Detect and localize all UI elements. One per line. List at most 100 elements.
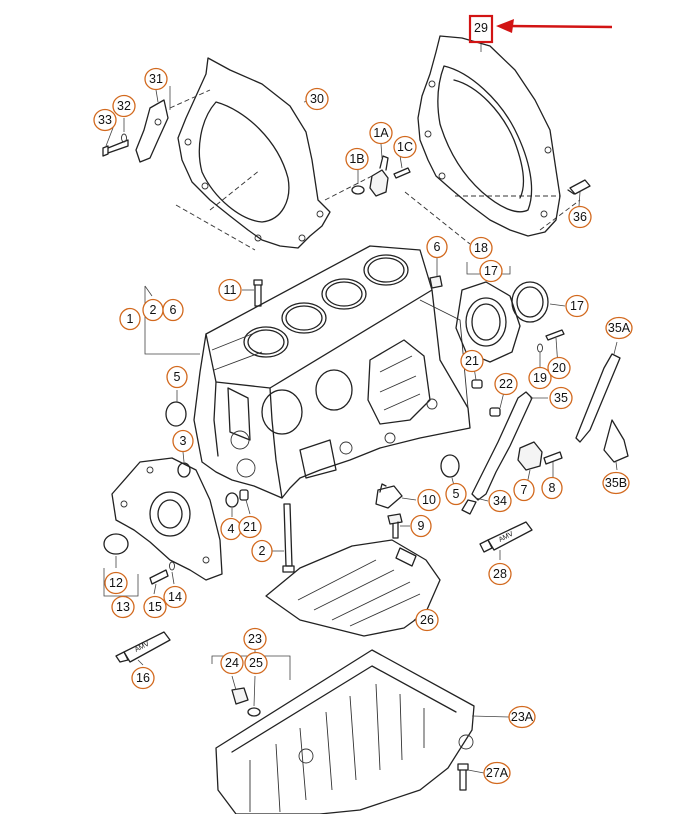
callout-21: 21 — [460, 349, 484, 373]
callout-11: 11 — [218, 278, 242, 302]
callout-label: 3 — [180, 434, 187, 448]
callout-35A: 35A — [605, 316, 633, 340]
sealant-tube-28: AMV — [479, 521, 533, 553]
callout-32: 32 — [112, 94, 136, 118]
callout-circle — [605, 316, 633, 340]
callout-label: 17 — [570, 299, 584, 313]
callout-label: 23A — [511, 710, 534, 724]
callout-label: 30 — [310, 92, 324, 106]
callout-circle — [494, 372, 518, 396]
callout-circle — [541, 476, 563, 500]
seal-flange-18 — [455, 281, 521, 363]
callout-35B: 35B — [602, 471, 630, 495]
callout-circle — [568, 205, 592, 229]
callout-label: 28 — [493, 567, 507, 581]
callout-label: 7 — [521, 483, 528, 497]
callout-18: 18 — [469, 236, 493, 260]
callout-27A: 27A — [483, 761, 511, 785]
callout-3: 3 — [172, 429, 194, 453]
bolt-11 — [253, 279, 263, 307]
callout-19: 19 — [528, 366, 552, 390]
baffle-plate-26 — [265, 539, 441, 637]
callout-label: 2 — [259, 544, 266, 558]
callout-circle — [244, 651, 268, 675]
washer-32 — [121, 133, 127, 143]
callout-6: 6 — [426, 235, 448, 259]
callout-17: 17 — [479, 259, 503, 283]
oil-pan-23A — [215, 649, 475, 814]
callout-25: 25 — [244, 651, 268, 675]
callout-circle — [483, 761, 511, 785]
callout-label: 1A — [373, 126, 389, 140]
callout-circle — [251, 539, 273, 563]
callout-circle — [415, 608, 439, 632]
callout-circle — [104, 571, 128, 595]
callout-circle — [528, 366, 552, 390]
callout-label: 21 — [243, 520, 257, 534]
callout-circle — [144, 67, 168, 91]
callout-label: 32 — [117, 99, 131, 113]
callout-circle — [445, 482, 467, 506]
callout-circle — [479, 259, 503, 283]
callout-20: 20 — [547, 356, 571, 380]
callout-34: 34 — [488, 489, 512, 513]
dowel-22 — [489, 407, 501, 417]
plug-6 — [429, 275, 443, 289]
bolt-20 — [545, 329, 565, 341]
callout-label: 11 — [224, 283, 237, 297]
callout-label: 16 — [136, 671, 150, 685]
dipstick-35A — [575, 353, 629, 463]
callout-23: 23 — [243, 627, 267, 651]
callout-label: 35A — [608, 321, 631, 335]
callout-2: 2 — [142, 298, 164, 322]
callout-circle — [93, 108, 117, 132]
callout-7: 7 — [513, 478, 535, 502]
o-ring-1B — [351, 185, 365, 195]
callout-label: 1 — [127, 312, 134, 326]
callout-13: 13 — [111, 595, 135, 619]
rear-plate-gasket-29 — [417, 35, 561, 237]
callout-14: 14 — [163, 585, 187, 609]
callout-label: 21 — [465, 354, 479, 368]
callout-28: 28 — [488, 562, 512, 586]
dowel-21 — [471, 379, 483, 389]
sensor-1A — [369, 155, 389, 197]
callout-circle — [565, 294, 589, 318]
callout-circle — [369, 121, 393, 145]
bolt-27A — [457, 763, 469, 791]
callout-circle — [410, 514, 432, 538]
callout-circle — [305, 87, 329, 111]
oil-seal-17 — [511, 281, 549, 323]
callout-circle — [163, 585, 187, 609]
callout-circle — [469, 236, 493, 260]
washer-25 — [247, 707, 261, 717]
callout-16: 16 — [131, 666, 155, 690]
callout-circle — [143, 595, 167, 619]
washer-19 — [537, 343, 543, 353]
callout-label: 17 — [484, 264, 498, 278]
callout-label: 20 — [552, 361, 566, 375]
callout-circle — [131, 666, 155, 690]
assembly-lines — [169, 89, 581, 251]
callout-label: 5 — [453, 487, 460, 501]
callout-circle — [166, 365, 188, 389]
callout-label: 8 — [549, 481, 556, 495]
callout-10: 10 — [417, 488, 441, 512]
callout-36: 36 — [568, 205, 592, 229]
bolt-8 — [543, 451, 563, 465]
callout-2: 2 — [251, 539, 273, 563]
callout-label: 26 — [420, 613, 434, 627]
callout-label: 35B — [605, 476, 627, 490]
callout-circle — [549, 386, 573, 410]
callout-6: 6 — [162, 298, 184, 322]
callout-circle — [238, 515, 262, 539]
callout-9: 9 — [410, 514, 432, 538]
callout-label: 33 — [98, 113, 112, 127]
callout-5: 5 — [166, 365, 188, 389]
dipstick-guide-tube-34 — [461, 391, 533, 515]
seal-ring-5-right — [440, 454, 460, 478]
sealant-tube-16: AMV — [115, 631, 171, 663]
callout-circle — [218, 278, 242, 302]
